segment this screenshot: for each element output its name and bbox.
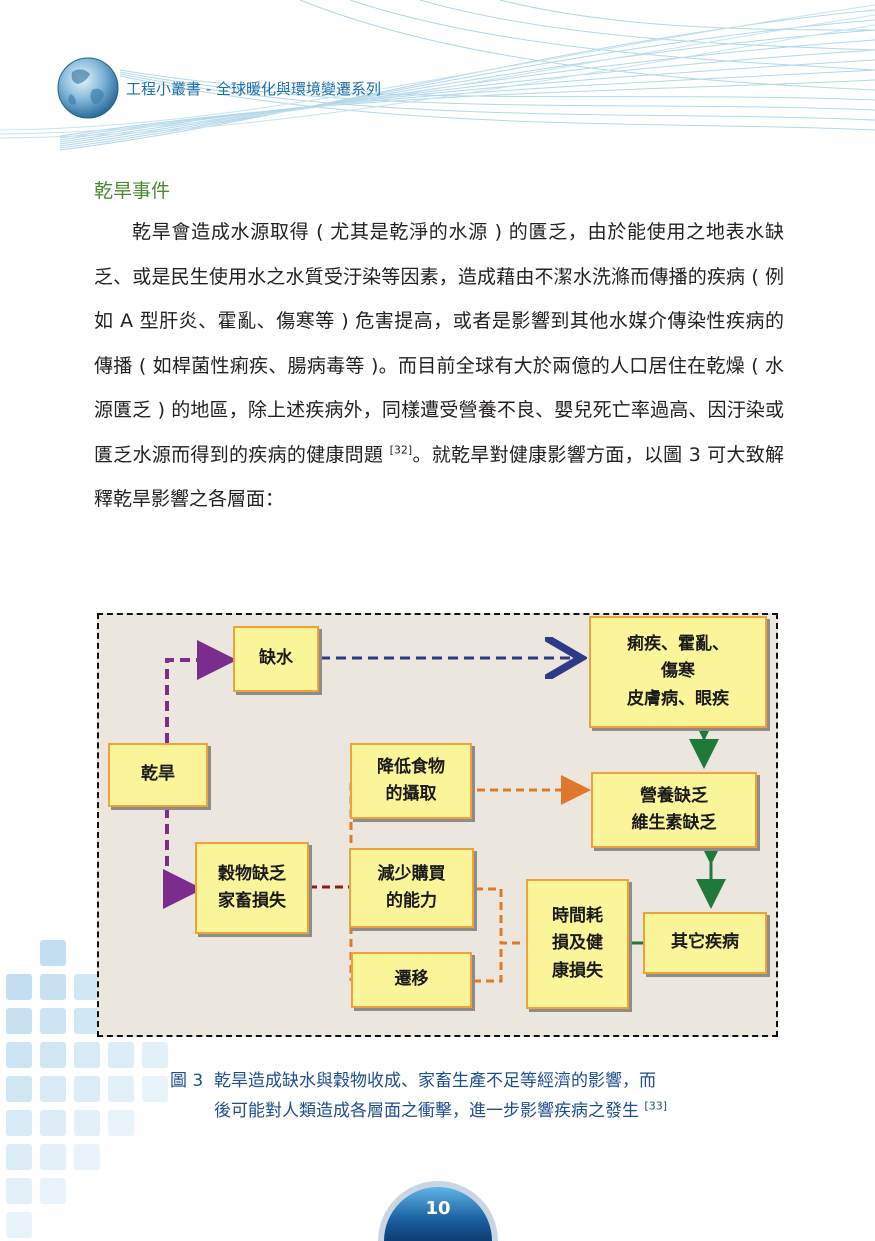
header-swoosh-art	[0, 0, 875, 151]
page-number: 10	[425, 1198, 451, 1219]
paragraph-tail-text: 。就乾旱對健康影響方面，以圖 3 可大致解釋乾旱影響之各層面：	[94, 443, 784, 511]
section-heading: 乾旱事件	[94, 180, 171, 202]
connector-drought-to-grain	[163, 808, 203, 909]
caption-line-2: 後可能對人類造成各層面之衝擊，進一步影響疾病之發生	[214, 1101, 639, 1121]
series-title: 工程小叢書 - 全球暖化與環境變遷系列	[126, 80, 381, 98]
box-reduced-food-intake: 降低食物 的攝取	[350, 743, 472, 819]
box-water-shortage: 缺水	[233, 626, 319, 692]
citation-33: [33]	[644, 1099, 667, 1113]
figure-label: 圖 3	[170, 1071, 204, 1091]
caption-line-1: 乾旱造成缺水與穀物收成、家畜生產不足等經濟的影響，而	[214, 1071, 657, 1091]
body-paragraph: 乾旱會造成水源取得 ( 尤其是乾淨的水源 ) 的匱乏，由於能使用之地表水缺乏、或…	[94, 210, 784, 522]
box-drought: 乾旱	[108, 743, 208, 807]
paragraph-main-text: 乾旱會造成水源取得 ( 尤其是乾淨的水源 ) 的匱乏，由於能使用之地表水缺乏、或…	[94, 221, 784, 466]
box-diseases: 痢疾、霍亂、 傷寒 皮膚病、眼疾	[589, 616, 767, 728]
box-time-health-loss: 時間耗 損及健 康損失	[526, 879, 629, 1009]
connector-drought-to-water	[165, 640, 237, 743]
page-number-badge	[378, 1181, 498, 1241]
decorative-mosaic	[6, 940, 168, 1238]
connector-migration-to-time	[473, 943, 503, 983]
figure-caption: 圖 3 乾旱造成缺水與穀物收成、家畜生產不足等經濟的影響，而 後可能對人類造成各…	[170, 1066, 730, 1126]
connector-purchasing-to-time	[475, 887, 525, 945]
box-grain-shortage: 穀物缺乏 家畜損失	[195, 842, 309, 934]
box-malnutrition: 營養缺乏 維生素缺乏	[591, 772, 757, 848]
box-reduced-purchasing: 減少購買 的能力	[349, 848, 474, 928]
citation-32: [32]	[389, 443, 413, 457]
box-migration: 遷移	[351, 952, 472, 1008]
box-other-diseases: 其它疾病	[643, 912, 767, 974]
